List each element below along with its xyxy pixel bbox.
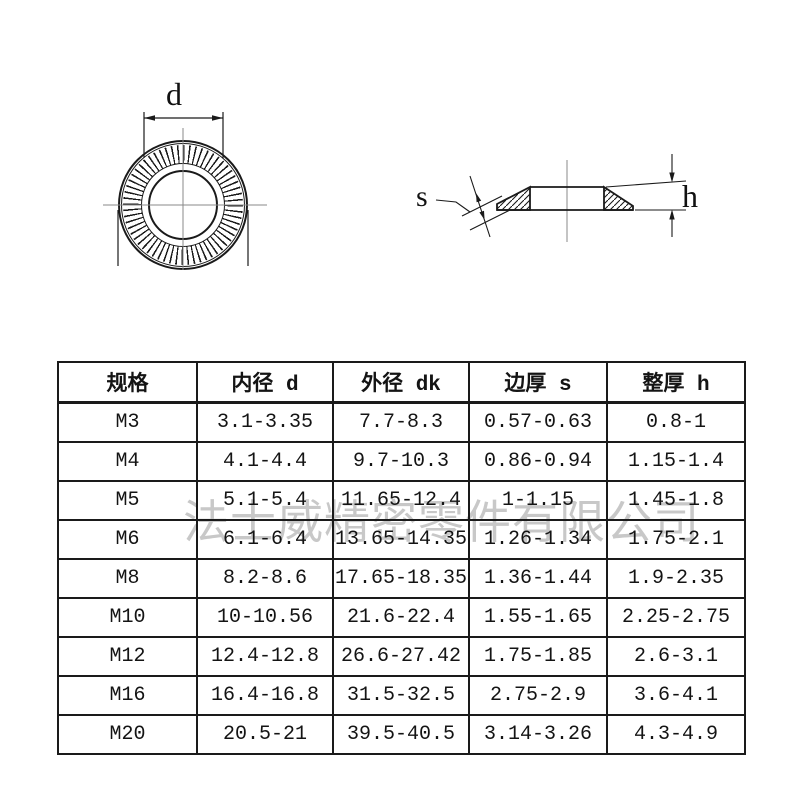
inner-d-cell: 16.4-16.8 bbox=[196, 675, 334, 716]
top-view-dimension-lines bbox=[103, 112, 267, 270]
total-h-cell: 1.9-2.35 bbox=[606, 558, 746, 599]
inner-d-cell: 6.1-6.4 bbox=[196, 519, 334, 560]
col-header-edge-thickness: 边厚 s bbox=[468, 361, 608, 404]
spec-cell: M3 bbox=[57, 401, 198, 443]
table-row: M4 4.1-4.4 9.7-10.3 0.86-0.94 1.15-1.4 bbox=[57, 441, 746, 482]
col-header-inner-diameter: 内径 d bbox=[196, 361, 334, 404]
spec-cell: M8 bbox=[57, 558, 198, 599]
edge-s-cell: 2.75-2.9 bbox=[468, 675, 608, 716]
dimension-label-d: d bbox=[166, 76, 182, 112]
edge-s-cell: 0.86-0.94 bbox=[468, 441, 608, 482]
total-h-cell: 4.3-4.9 bbox=[606, 714, 746, 755]
outer-dk-cell: 17.65-18.35 bbox=[332, 558, 470, 599]
table-row: M8 8.2-8.6 17.65-18.35 1.36-1.44 1.9-2.3… bbox=[57, 558, 746, 599]
dimension-label-s: s bbox=[416, 180, 428, 213]
spec-cell: M12 bbox=[57, 636, 198, 677]
total-h-cell: 2.25-2.75 bbox=[606, 597, 746, 638]
dimension-label-h: h bbox=[682, 178, 698, 214]
spec-cell: M10 bbox=[57, 597, 198, 638]
table-row: M6 6.1-6.4 13.65-14.35 1.26-1.34 1.75-2.… bbox=[57, 519, 746, 560]
outer-dk-cell: 7.7-8.3 bbox=[332, 401, 470, 443]
side-view-section-graphic bbox=[435, 154, 687, 242]
inner-d-cell: 5.1-5.4 bbox=[196, 480, 334, 521]
spec-cell: M4 bbox=[57, 441, 198, 482]
outer-dk-cell: 9.7-10.3 bbox=[332, 441, 470, 482]
inner-d-cell: 8.2-8.6 bbox=[196, 558, 334, 599]
edge-s-cell: 0.57-0.63 bbox=[468, 401, 608, 443]
col-header-spec: 规格 bbox=[57, 361, 198, 404]
inner-d-cell: 3.1-3.35 bbox=[196, 401, 334, 443]
total-h-cell: 1.15-1.4 bbox=[606, 441, 746, 482]
outer-dk-cell: 11.65-12.4 bbox=[332, 480, 470, 521]
table-row: M12 12.4-12.8 26.6-27.42 1.75-1.85 2.6-3… bbox=[57, 636, 746, 677]
table-row: M16 16.4-16.8 31.5-32.5 2.75-2.9 3.6-4.1 bbox=[57, 675, 746, 716]
table-row: M10 10-10.56 21.6-22.4 1.55-1.65 2.25-2.… bbox=[57, 597, 746, 638]
spec-cell: M6 bbox=[57, 519, 198, 560]
inner-d-cell: 10-10.56 bbox=[196, 597, 334, 638]
outer-dk-cell: 39.5-40.5 bbox=[332, 714, 470, 755]
table-row: M20 20.5-21 39.5-40.5 3.14-3.26 4.3-4.9 bbox=[57, 714, 746, 755]
outer-dk-cell: 13.65-14.35 bbox=[332, 519, 470, 560]
washer-top-view-drawing: d bbox=[90, 70, 310, 290]
edge-s-cell: 3.14-3.26 bbox=[468, 714, 608, 755]
inner-d-cell: 12.4-12.8 bbox=[196, 636, 334, 677]
spec-cell: M20 bbox=[57, 714, 198, 755]
outer-dk-cell: 26.6-27.42 bbox=[332, 636, 470, 677]
col-header-total-thickness: 整厚 h bbox=[606, 361, 746, 404]
spec-cell: M16 bbox=[57, 675, 198, 716]
spec-cell: M5 bbox=[57, 480, 198, 521]
inner-d-cell: 4.1-4.4 bbox=[196, 441, 334, 482]
inner-d-cell: 20.5-21 bbox=[196, 714, 334, 755]
edge-s-cell: 1.36-1.44 bbox=[468, 558, 608, 599]
total-h-cell: 1.75-2.1 bbox=[606, 519, 746, 560]
edge-s-cell: 1.26-1.34 bbox=[468, 519, 608, 560]
washer-side-section-drawing: s h bbox=[410, 140, 710, 270]
total-h-cell: 2.6-3.1 bbox=[606, 636, 746, 677]
edge-s-cell: 1.55-1.65 bbox=[468, 597, 608, 638]
outer-dk-cell: 21.6-22.4 bbox=[332, 597, 470, 638]
total-h-cell: 1.45-1.8 bbox=[606, 480, 746, 521]
edge-s-cell: 1.75-1.85 bbox=[468, 636, 608, 677]
col-header-outer-diameter: 外径 dk bbox=[332, 361, 470, 404]
total-h-cell: 0.8-1 bbox=[606, 401, 746, 443]
edge-s-cell: 1-1.15 bbox=[468, 480, 608, 521]
washer-spec-table: 规格 内径 d 外径 dk 边厚 s 整厚 h M3 3.1-3.35 7.7-… bbox=[57, 361, 746, 755]
total-h-cell: 3.6-4.1 bbox=[606, 675, 746, 716]
outer-dk-cell: 31.5-32.5 bbox=[332, 675, 470, 716]
table-header-row: 规格 内径 d 外径 dk 边厚 s 整厚 h bbox=[57, 361, 746, 404]
table-row: M3 3.1-3.35 7.7-8.3 0.57-0.63 0.8-1 bbox=[57, 401, 746, 443]
table-row: M5 5.1-5.4 11.65-12.4 1-1.15 1.45-1.8 bbox=[57, 480, 746, 521]
